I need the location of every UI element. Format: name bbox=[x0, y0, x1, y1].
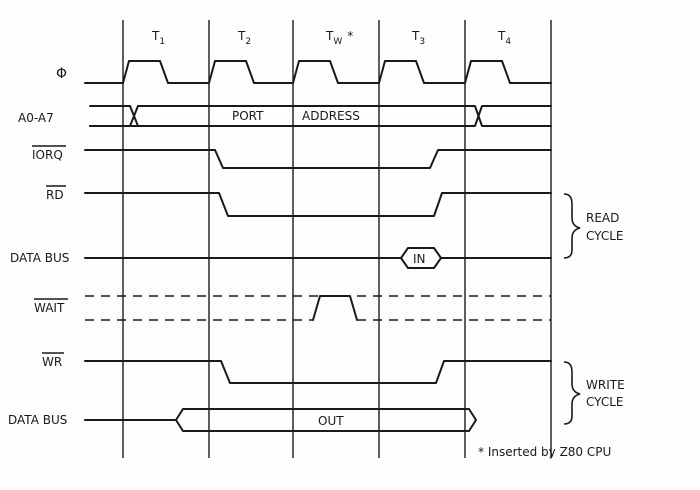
address-bus-waveform: PORT ADDRESS bbox=[89, 105, 552, 127]
signal-label-address: A0-A7 bbox=[18, 111, 54, 125]
state-boundaries bbox=[122, 20, 552, 458]
write-cycle-label-1: WRITE bbox=[586, 378, 625, 392]
state-label-t2: T2 bbox=[237, 29, 251, 47]
data-bus-out-label: OUT bbox=[318, 414, 344, 428]
signal-label-phi: Φ bbox=[56, 66, 67, 82]
address-bus-port-label: PORT bbox=[232, 109, 264, 123]
wait-waveform bbox=[85, 295, 551, 321]
signal-label-iorq: IORQ bbox=[32, 148, 63, 162]
signal-label-rd: RD bbox=[46, 188, 64, 202]
rd-waveform bbox=[84, 192, 552, 217]
read-cycle-brace bbox=[563, 193, 581, 259]
signal-label-wait: WAIT bbox=[34, 301, 65, 315]
signal-label-wr: WR bbox=[42, 355, 62, 369]
data-bus-read-waveform: IN bbox=[84, 247, 552, 269]
state-label-t4: T4 bbox=[497, 29, 511, 47]
state-headers: T1 T2 TW* T3 T4 bbox=[151, 29, 511, 47]
phi-clock-waveform bbox=[84, 60, 552, 84]
signal-label-data-bus-read: DATA BUS bbox=[10, 251, 69, 265]
state-label-t1: T1 bbox=[151, 29, 165, 47]
data-bus-in-label: IN bbox=[413, 252, 426, 266]
data-bus-write-waveform: OUT bbox=[84, 408, 477, 432]
iorq-waveform bbox=[84, 149, 552, 169]
read-cycle-label-2: CYCLE bbox=[586, 229, 624, 243]
write-cycle-label-2: CYCLE bbox=[586, 395, 624, 409]
state-label-tw: TW* bbox=[325, 29, 353, 47]
wr-waveform bbox=[84, 360, 552, 384]
signal-labels: Φ A0-A7 IORQ RD DATA BUS WAIT WR DATA BU… bbox=[8, 66, 69, 427]
state-label-t3: T3 bbox=[411, 29, 425, 47]
signal-label-data-bus-write: DATA BUS bbox=[8, 413, 67, 427]
write-cycle-brace bbox=[563, 361, 581, 425]
footnote-inserted-by-z80: * Inserted by Z80 CPU bbox=[478, 445, 611, 459]
read-cycle-label-1: READ bbox=[586, 211, 619, 225]
address-bus-address-label: ADDRESS bbox=[302, 109, 360, 123]
